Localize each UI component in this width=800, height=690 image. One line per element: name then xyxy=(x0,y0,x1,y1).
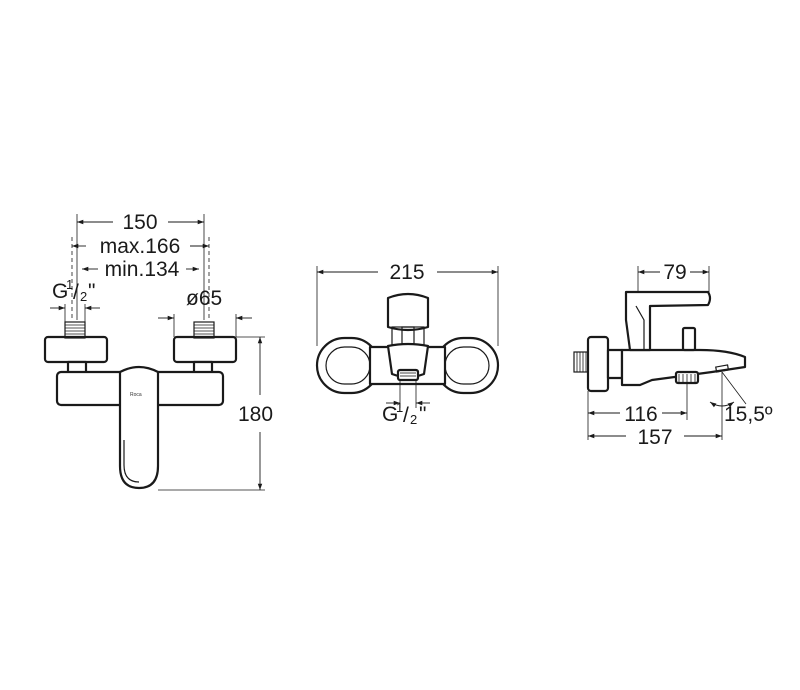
front-width-label: 150 xyxy=(122,211,157,234)
svg-text:": " xyxy=(419,403,426,426)
svg-text:1: 1 xyxy=(66,277,73,292)
side-handle-label: 79 xyxy=(663,261,686,284)
front-max-label: max.166 xyxy=(100,235,181,258)
side-body xyxy=(620,348,747,387)
right-thread-connector xyxy=(193,321,215,339)
svg-text:G: G xyxy=(382,403,398,426)
side-eccentric xyxy=(606,348,624,380)
right-wall-flange xyxy=(172,335,238,364)
svg-text:2: 2 xyxy=(80,289,87,304)
front-min-label: min.134 xyxy=(105,258,180,281)
left-thread-connector xyxy=(64,321,86,339)
top-width-label: 215 xyxy=(389,261,424,284)
front-diameter-label: ø65 xyxy=(186,287,222,310)
svg-text:/: / xyxy=(403,404,409,427)
front-view: Roca 150 max.166 min.134 G 1 / 2 " ø65 xyxy=(43,211,273,491)
side-diverter xyxy=(681,326,697,352)
top-outlet xyxy=(396,368,420,382)
top-lever xyxy=(386,292,430,332)
lever-highlight xyxy=(123,440,140,483)
svg-text:": " xyxy=(88,280,95,303)
logo-mark: Roca xyxy=(130,392,142,398)
top-thread-label: G 1 / 2 " xyxy=(382,400,426,427)
svg-text:G: G xyxy=(52,280,68,303)
left-wall-flange xyxy=(43,335,109,364)
front-height-label: 180 xyxy=(238,403,273,426)
svg-text:/: / xyxy=(73,281,79,304)
svg-text:2: 2 xyxy=(410,412,417,427)
side-angle-label: 15,5º xyxy=(724,403,773,426)
side-lever-neck xyxy=(635,305,645,350)
side-aerator xyxy=(715,364,730,373)
top-view: 215 G 1 / 2 " xyxy=(315,261,500,427)
side-lever xyxy=(624,290,712,352)
front-thread-label: G 1 / 2 " xyxy=(52,277,95,304)
side-wall-connector xyxy=(573,351,589,373)
side-view: 79 116 157 15,5º xyxy=(573,261,773,449)
side-flange xyxy=(586,335,610,393)
lever-handle xyxy=(118,365,160,490)
side-total-label: 157 xyxy=(637,426,672,449)
side-spout-label: 116 xyxy=(624,403,657,426)
svg-text:1: 1 xyxy=(396,400,403,415)
